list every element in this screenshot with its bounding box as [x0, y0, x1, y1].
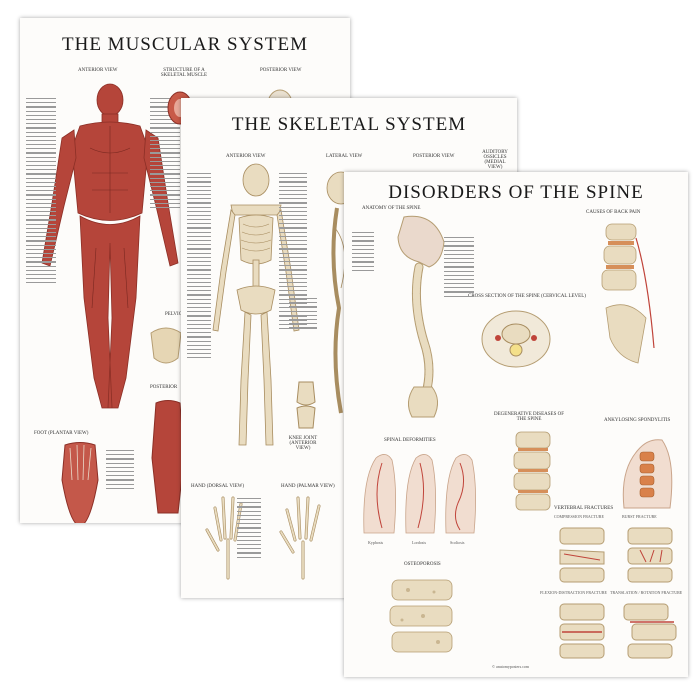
hand-label-lines	[237, 498, 261, 558]
spine-anatomy-label: ANATOMY OF THE SPINE	[362, 206, 421, 211]
spine-disorders-poster: DISORDERS OF THE SPINE ANATOMY OF THE SP…	[344, 172, 688, 677]
muscular-label-lines-left	[26, 98, 56, 284]
muscular-label-lines-right	[150, 98, 180, 209]
muscular-posterior2-label: POSTERIOR	[150, 385, 178, 390]
muscular-pelvic-label: PELVIC	[165, 312, 183, 317]
skeletal-label-lines-left	[187, 173, 211, 359]
spine-deformities-label: SPINAL DEFORMITIES	[384, 438, 436, 443]
ankylosing-illustration	[622, 439, 673, 509]
cross-section-illustration	[481, 310, 551, 368]
hand-dorsal-illustration	[205, 496, 243, 580]
muscular-posterior-label: POSTERIOR VIEW	[260, 68, 302, 73]
spine-anatomy-lines-right	[444, 237, 474, 297]
spine-fractures-label: VERTEBRAL FRACTURES	[554, 506, 614, 511]
spine-cross-section-label: CROSS SECTION OF THE SPINE (CERVICAL LEV…	[468, 294, 586, 299]
lordosis-label: Lordosis	[412, 540, 426, 545]
flexion-fracture-label: FLEXION-DISTRACTION FRACTURE	[540, 590, 607, 595]
muscular-anterior-label: ANTERIOR VIEW	[78, 68, 118, 73]
hand-palmar-illustration	[279, 496, 321, 580]
translation-fracture-label: TRANSLATION / ROTATION FRACTURE	[610, 590, 683, 595]
foot-illustration	[61, 442, 99, 523]
skeletal-anterior-label: ANTERIOR VIEW	[226, 154, 266, 159]
knee-joint-illustration	[296, 381, 316, 429]
skeletal-posterior-label: POSTERIOR VIEW	[413, 154, 455, 159]
spine-ankylosing-label: ANKYLOSING SPONDYLITIS	[604, 418, 671, 423]
skeletal-label-lines-mid	[279, 173, 307, 330]
muscular-structure-label: STRUCTURE OF A SKELETAL MUSCLE	[160, 68, 208, 78]
spine-osteoporosis-label: OSTEOPOROSIS	[404, 562, 441, 567]
spinal-deformities-illustration	[363, 454, 476, 534]
skeletal-poster-title: THE SKELETAL SYSTEM	[231, 114, 467, 135]
burst-fracture-label: BURST FRACTURE	[622, 514, 657, 519]
flexion-fracture-illustration	[559, 603, 605, 659]
posterior-muscle-illustration	[151, 400, 185, 514]
skeletal-hand-palmar-label: HAND (PALMAR VIEW)	[281, 484, 335, 489]
back-pain-illustration	[601, 223, 655, 364]
skeletal-ossicles-label: AUDITORY OSSICLES (MEDIAL VIEW)	[482, 150, 508, 170]
compression-fracture-label: COMPRESSION FRACTURE	[554, 514, 604, 519]
spine-footer: © anatomyposters.com	[492, 664, 530, 669]
burst-fracture-illustration	[627, 527, 673, 583]
spine-degenerative-label: DEGENERATIVE DISEASES OF THE SPINE	[494, 412, 564, 422]
spine-back-pain-label: CAUSES OF BACK PAIN	[586, 210, 641, 215]
foot-label-lines	[106, 450, 134, 489]
skeletal-hand-dorsal-label: HAND (DORSAL VIEW)	[191, 484, 245, 489]
pelvic-illustration	[150, 327, 182, 364]
skeletal-lateral-label: LATERAL VIEW	[326, 154, 363, 159]
skeletal-knee-label: KNEE JOINT (ANTERIOR VIEW)	[288, 436, 318, 451]
skeletal-label-lines-right	[289, 298, 317, 329]
spine-poster-title: DISORDERS OF THE SPINE	[388, 182, 644, 203]
muscular-poster-title: THE MUSCULAR SYSTEM	[62, 34, 308, 55]
spine-anatomy-lines-left	[352, 232, 374, 271]
degenerative-spine-illustration	[513, 431, 551, 511]
translation-fracture-illustration	[623, 603, 677, 659]
skeleton-anterior-figure	[212, 163, 300, 446]
scoliosis-label: Scoliosis	[450, 540, 465, 545]
kyphosis-label: Kyphosis	[368, 540, 384, 545]
spine-anatomy-illustration	[397, 215, 445, 418]
compression-fracture-illustration	[559, 527, 605, 583]
muscular-figure	[41, 83, 179, 409]
muscular-foot-label: FOOT (PLANTAR VIEW)	[34, 431, 89, 436]
osteoporosis-illustration	[389, 579, 453, 653]
